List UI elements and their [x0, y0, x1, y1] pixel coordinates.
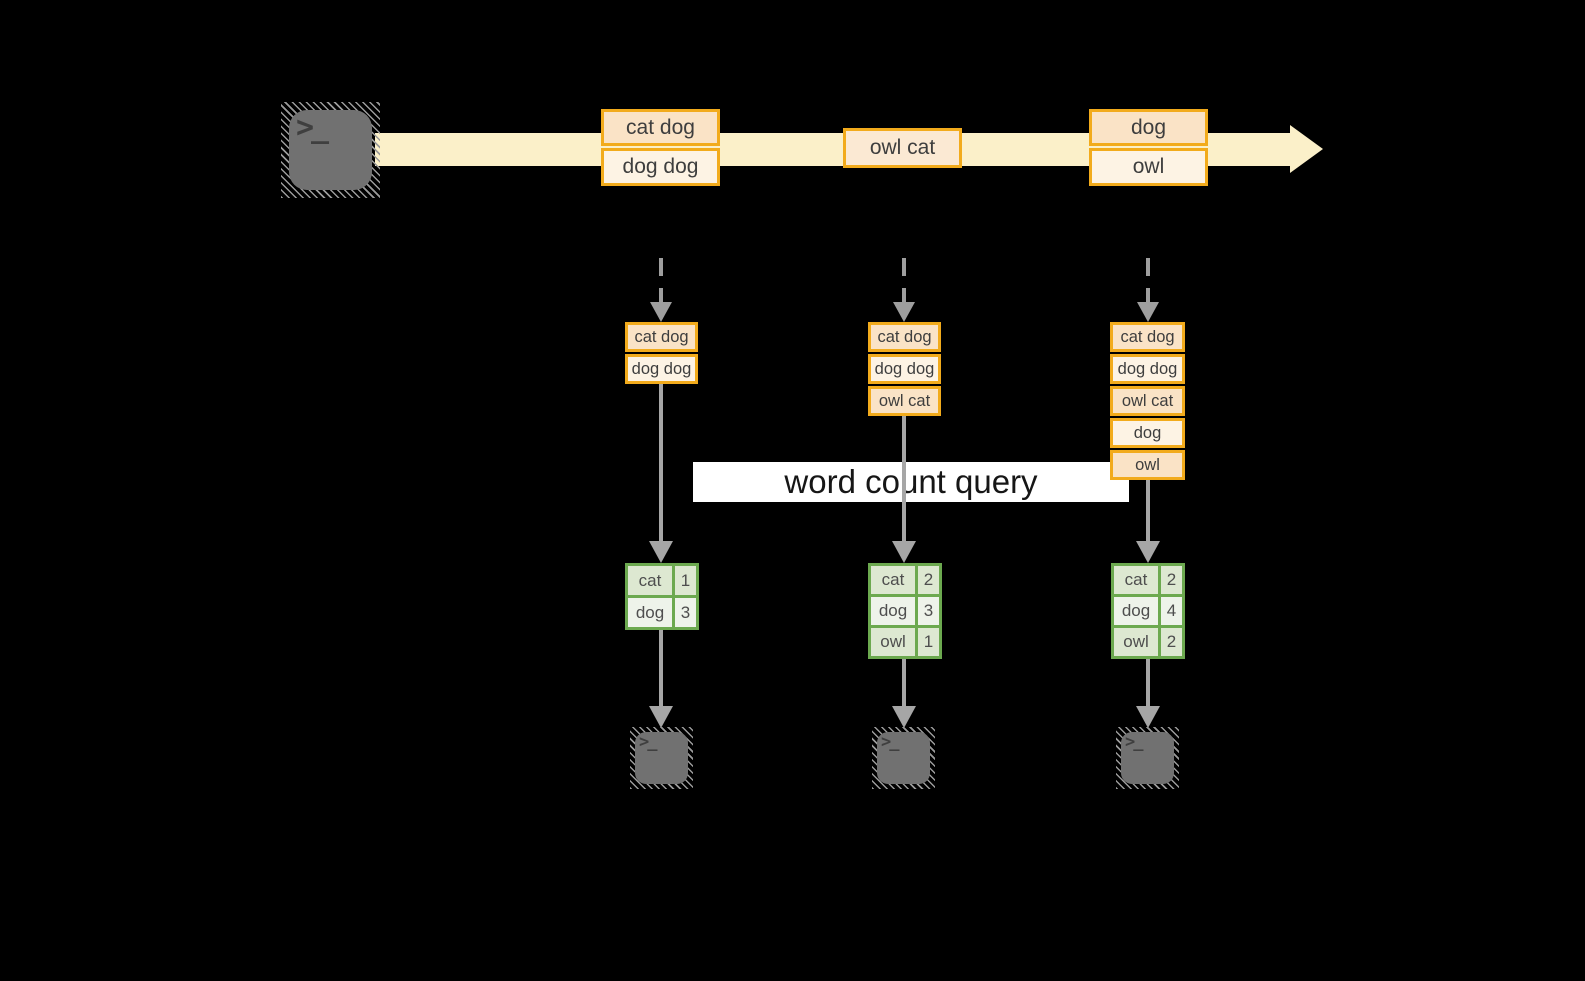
connector-line: [659, 630, 663, 706]
state-cell: owl cat: [868, 386, 941, 416]
stream-event-cell: cat dog: [601, 109, 720, 146]
state-cell: owl cat: [1110, 386, 1185, 416]
count-value-cell: 1: [675, 566, 696, 595]
dashed-arrowhead-icon: [650, 302, 672, 322]
arrowhead-icon: [1136, 706, 1160, 728]
state-cell: cat dog: [625, 322, 698, 352]
count-word-cell: dog: [628, 598, 672, 627]
count-value-cell: 3: [918, 597, 939, 625]
count-word-cell: owl: [871, 628, 915, 656]
connector-line: [902, 659, 906, 706]
stream-event-cell: dog dog: [601, 148, 720, 186]
stream-event-cell: owl: [1089, 148, 1208, 186]
output-terminal-icon: >_: [872, 727, 935, 789]
connector-line: [1146, 659, 1150, 706]
terminal-prompt-glyph: >_: [296, 110, 329, 145]
count-value-cell: 4: [1161, 597, 1182, 625]
stream-event-cell: dog: [1089, 109, 1208, 146]
dashed-arrow: [1146, 258, 1150, 304]
stream-arrowhead-icon: [1290, 125, 1323, 173]
connector-line: [1146, 480, 1150, 541]
state-cell: owl: [1110, 450, 1185, 480]
count-table: cat 2 dog 3 owl 1: [868, 563, 942, 659]
terminal-body: [877, 732, 930, 784]
count-word-cell: cat: [871, 566, 915, 594]
source-terminal-icon: >_: [281, 102, 380, 198]
state-cell: dog dog: [625, 354, 698, 384]
count-word-cell: cat: [1114, 566, 1158, 594]
terminal-prompt-glyph: >_: [639, 732, 658, 752]
connector-line: [902, 416, 906, 541]
state-cell: dog: [1110, 418, 1185, 448]
count-value-cell: 1: [918, 628, 939, 656]
count-word-cell: cat: [628, 566, 672, 595]
terminal-body: [635, 732, 688, 784]
arrowhead-icon: [892, 541, 916, 563]
terminal-prompt-glyph: >_: [881, 732, 900, 752]
dashed-arrow: [902, 258, 906, 304]
arrowhead-icon: [892, 706, 916, 728]
query-label-band: word count query: [693, 462, 1129, 502]
count-value-cell: 2: [1161, 566, 1182, 594]
output-terminal-icon: >_: [630, 727, 693, 789]
count-value-cell: 2: [1161, 628, 1182, 656]
state-cell: dog dog: [868, 354, 941, 384]
state-cell: cat dog: [1110, 322, 1185, 352]
count-value-cell: 3: [675, 598, 696, 627]
count-value-cell: 2: [918, 566, 939, 594]
count-word-cell: dog: [871, 597, 915, 625]
arrowhead-icon: [649, 541, 673, 563]
count-table: cat 1 dog 3: [625, 563, 699, 630]
terminal-body: [289, 110, 372, 190]
dashed-arrowhead-icon: [1137, 302, 1159, 322]
stream-event-cell: owl cat: [843, 128, 962, 168]
terminal-body: [1121, 732, 1174, 784]
query-label: word count query: [784, 463, 1038, 500]
dashed-arrow: [659, 258, 663, 304]
state-cell: dog dog: [1110, 354, 1185, 384]
count-word-cell: owl: [1114, 628, 1158, 656]
output-terminal-icon: >_: [1116, 727, 1179, 789]
count-table: cat 2 dog 4 owl 2: [1111, 563, 1185, 659]
dashed-arrowhead-icon: [893, 302, 915, 322]
connector-line: [659, 384, 663, 541]
terminal-prompt-glyph: >_: [1125, 732, 1144, 752]
arrowhead-icon: [1136, 541, 1160, 563]
count-word-cell: dog: [1114, 597, 1158, 625]
arrowhead-icon: [649, 706, 673, 728]
state-cell: cat dog: [868, 322, 941, 352]
